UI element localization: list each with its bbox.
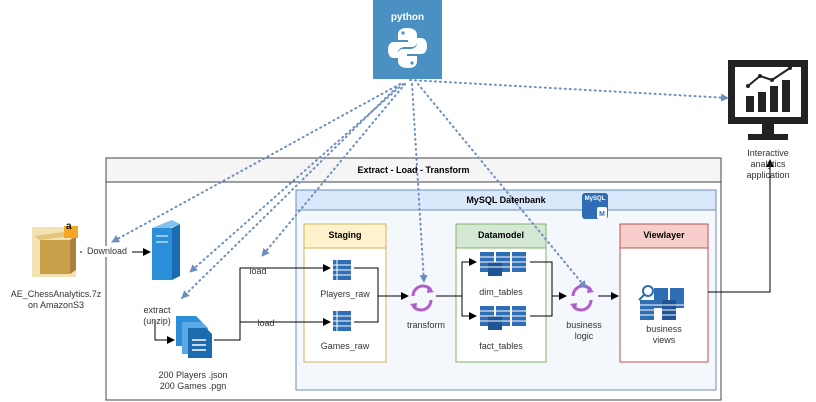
business-views-icon <box>638 285 686 320</box>
python-dotted-links <box>111 79 729 299</box>
load-label-players: load <box>249 266 267 276</box>
analytics-monitor-icon <box>728 60 808 140</box>
games-raw-label: Games_raw <box>320 341 370 351</box>
analytics-label: Interactive analytics application <box>746 148 790 180</box>
server-icon <box>152 220 180 280</box>
svg-text:a: a <box>66 221 72 232</box>
amazon-package-icon: a <box>32 221 78 277</box>
transform-cycle-icon <box>410 284 434 312</box>
mysql-badge-icon: M <box>582 193 608 219</box>
fact-tables-label: fact_tables <box>479 341 523 351</box>
elt-title: Extract - Load - Transform <box>357 165 470 175</box>
datamodel-box <box>455 223 547 363</box>
staging-title: Staging <box>328 230 362 240</box>
mysql-title: MySQL Datenbank <box>466 195 546 205</box>
python-logo-icon <box>373 0 442 79</box>
files-label: 200 Players .json 200 Games .pgn <box>158 370 228 391</box>
source-label: AE_ChessAnalytics.7z on AmazonS3 <box>10 289 102 310</box>
business-logic-label: business logic <box>566 320 602 341</box>
staging-box <box>303 223 387 363</box>
players-raw-table-icon <box>333 260 351 280</box>
transform-label: transform <box>406 320 445 330</box>
dim-tables-label: dim_tables <box>479 287 523 297</box>
datamodel-title: Datamodel <box>477 230 524 240</box>
players-raw-label: Players_raw <box>320 289 370 299</box>
load-label-games: load <box>257 318 275 328</box>
mysql-badge-label: MySQL <box>584 196 606 202</box>
games-raw-table-icon <box>333 311 351 331</box>
files-icon <box>176 316 212 358</box>
python-label: python <box>390 12 425 23</box>
svg-text:M: M <box>599 211 605 218</box>
viewlayer-title: Viewlayer <box>643 230 685 240</box>
fact-tables-icon <box>480 306 526 330</box>
extract-label: extract (unzip) <box>143 305 171 326</box>
business-views-label: business views <box>646 324 682 345</box>
download-label: Download <box>82 246 132 257</box>
dim-tables-icon <box>480 252 526 276</box>
